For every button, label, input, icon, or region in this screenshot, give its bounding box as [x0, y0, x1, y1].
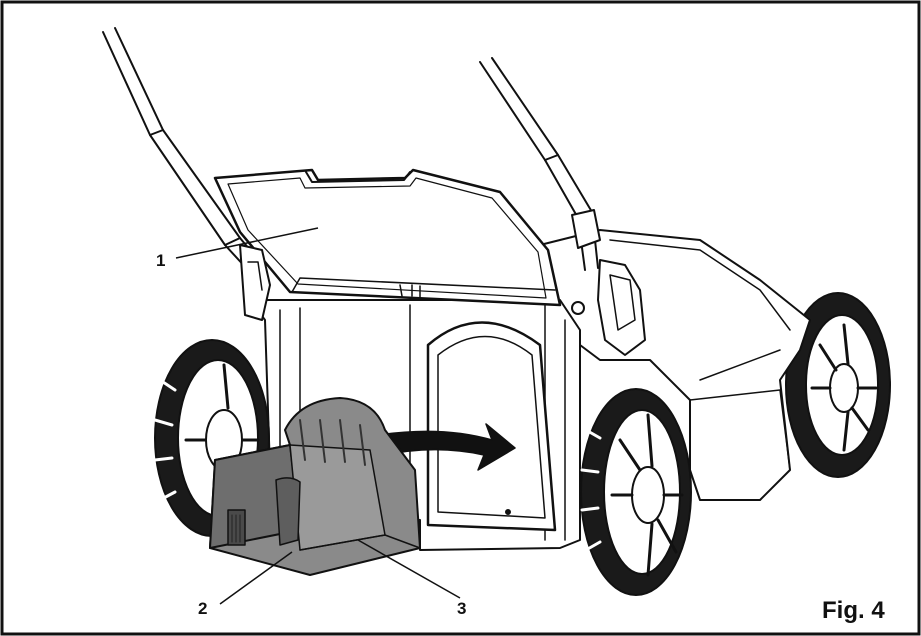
leader-1 — [175, 227, 319, 259]
callout-label-3: 3 — [457, 599, 466, 618]
far-right-wheel — [785, 292, 891, 478]
mulch-plug — [209, 397, 421, 576]
figure-caption: Fig. 4 — [822, 597, 885, 624]
leader-2 — [219, 551, 293, 605]
callout-label-2: 2 — [198, 599, 207, 618]
rear-flap — [213, 168, 562, 307]
leader-3 — [357, 539, 461, 599]
callout-leaders — [175, 227, 461, 605]
callout-label-1: 1 — [156, 251, 165, 270]
right-rear-wheel — [580, 388, 692, 596]
mower-body — [102, 27, 891, 596]
insert-arrow — [371, 423, 516, 471]
